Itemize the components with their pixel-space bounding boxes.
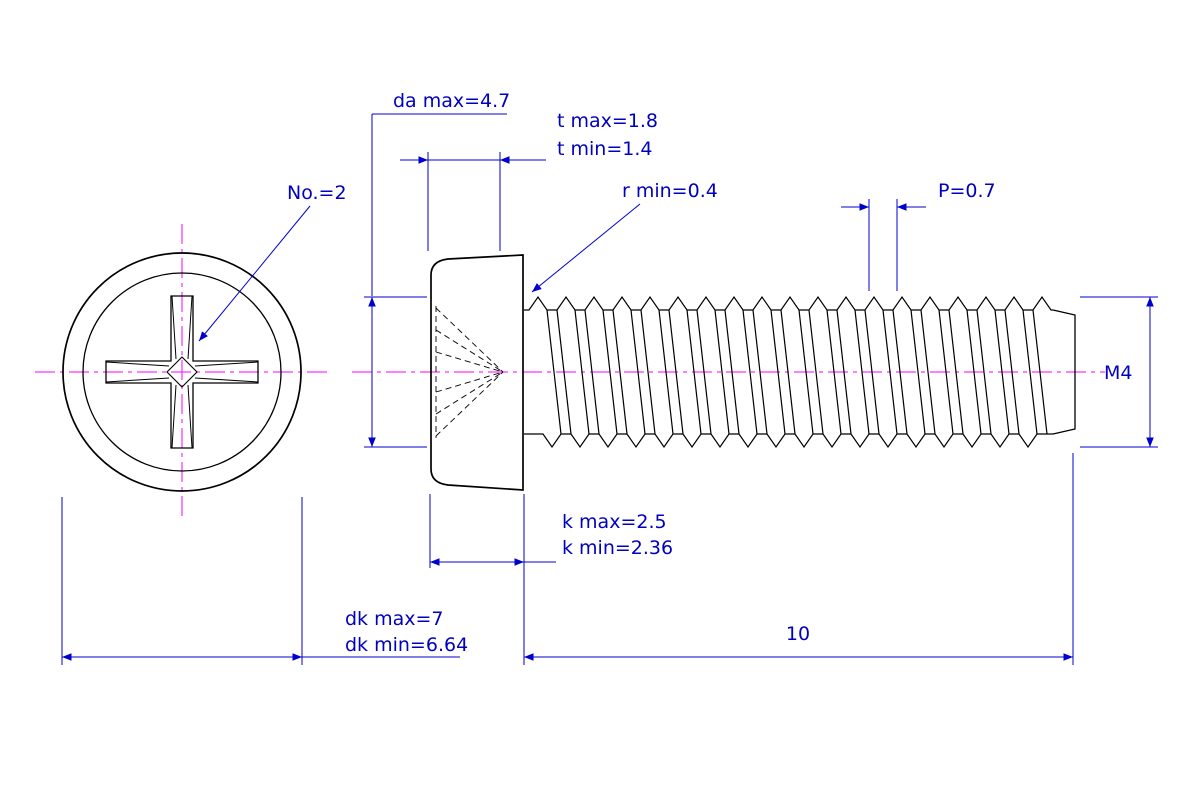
thread-profile [630,309,646,435]
head-profile [430,254,524,491]
thread-profile [798,309,814,435]
thread-profile [686,309,702,435]
thread-profile [966,309,982,435]
label-t-min: t min=1.4 [557,138,652,160]
cross-recess-flank-lines [105,295,259,449]
centerlines [35,224,1105,521]
r-min-leader [531,203,641,293]
dimension-length [523,453,1074,665]
head-inner-circle [82,272,282,472]
label-length: 10 [786,623,810,645]
thread-profile [854,309,870,435]
label-dk-max: dk max=7 [345,608,444,630]
thread-profile [658,309,674,435]
label-r-min: r min=0.4 [622,180,718,202]
thread-profile [976,309,992,435]
head-outer-circle [62,252,302,492]
cross-recess-center-diamond [166,356,198,388]
label-pitch: P=0.7 [938,180,996,202]
labels: da max=4.7 t max=1.8 t min=1.4 No.=2 r m… [287,90,1132,656]
dimension-k [429,494,556,568]
thread-profile [892,309,908,435]
thread-profile [780,309,796,435]
thread-profile [524,295,1053,311]
label-k-min: k min=2.36 [562,537,673,559]
thread-profile [524,433,1053,449]
label-thread-size: M4 [1104,362,1132,384]
recess-no-leader [198,205,311,342]
recess-hidden-lines [435,306,504,438]
thread-profile [1004,309,1020,435]
thread-profile [994,309,1010,435]
dimension-dk [61,497,460,665]
thread-profile [556,309,572,435]
thread-profile [808,309,824,435]
cross-recess-outline [105,295,259,449]
thread-profile [938,309,954,435]
thread-profile [836,309,852,435]
thread-profile [696,309,712,435]
thread-profile [714,309,730,435]
label-da-max: da max=4.7 [393,90,510,112]
thread-profile [1022,309,1038,435]
dimensions [61,113,1158,665]
thread-shank [524,295,1053,449]
dimension-t [400,152,546,251]
front-view [62,252,302,492]
thread-profile [752,309,768,435]
thread-profile [668,309,684,435]
dimension-da [364,113,507,448]
thread-profile [724,309,740,435]
thread-profile [612,309,628,435]
thread-profile [546,309,562,435]
thread-profile [742,309,758,435]
dimension-thread-size [1080,296,1158,448]
thread-profile [826,309,842,435]
thread-profile [574,309,590,435]
thread-profile [920,309,936,435]
thread-profile [864,309,880,435]
label-recess-no: No.=2 [287,182,347,204]
label-t-max: t max=1.8 [557,110,658,132]
thread-profile [602,309,618,435]
thread-profile [640,309,656,435]
thread-profile [770,309,786,435]
label-k-max: k max=2.5 [562,511,667,533]
thread-profile [882,309,898,435]
screw-tip-chamfer [1052,309,1076,435]
thread-profile [910,309,926,435]
thread-profile [1032,309,1048,435]
label-dk-min: dk min=6.64 [345,634,468,656]
side-view [430,254,1076,491]
thread-profile [948,309,964,435]
dimension-pitch [841,199,926,291]
thread-profile [584,309,600,435]
